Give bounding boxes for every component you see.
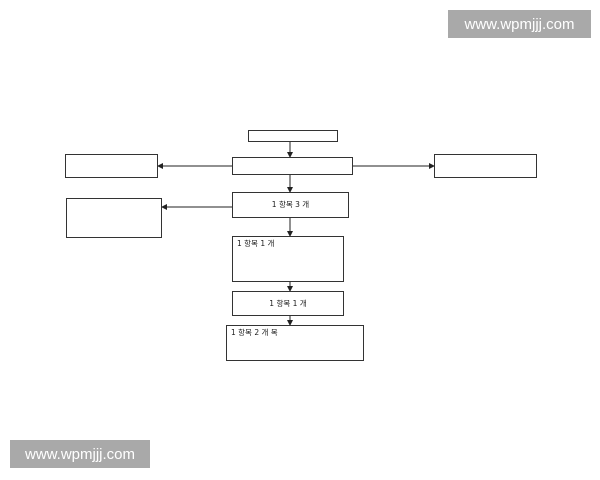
flow-node-step4-line2: 1 항목 1 개: [269, 298, 307, 308]
flow-node-step2: 1 항목 3 개: [232, 192, 349, 218]
flow-node-start: [248, 130, 338, 142]
watermark-bottom: www.wpmjjj.com: [10, 440, 150, 468]
watermark-top: www.wpmjjj.com: [448, 10, 591, 38]
flow-node-side-left-top: [65, 154, 158, 178]
flow-node-step5: 1 항목 2 개 목: [226, 325, 364, 361]
flow-node-step1: [232, 157, 353, 175]
flow-node-side-right: [434, 154, 537, 178]
flow-node-step3-line4: 1 항목 1 개: [237, 239, 275, 248]
flow-node-step5-line2: 1 항목 2 개 목: [231, 328, 278, 337]
flow-node-step2-line2: 1 항목 3 개: [271, 200, 310, 209]
flow-node-step3: 1 항목 1 개: [232, 236, 344, 282]
flow-node-side-left-bottom: [66, 198, 162, 238]
flow-node-step4: 1 항목 1 개: [232, 291, 344, 316]
